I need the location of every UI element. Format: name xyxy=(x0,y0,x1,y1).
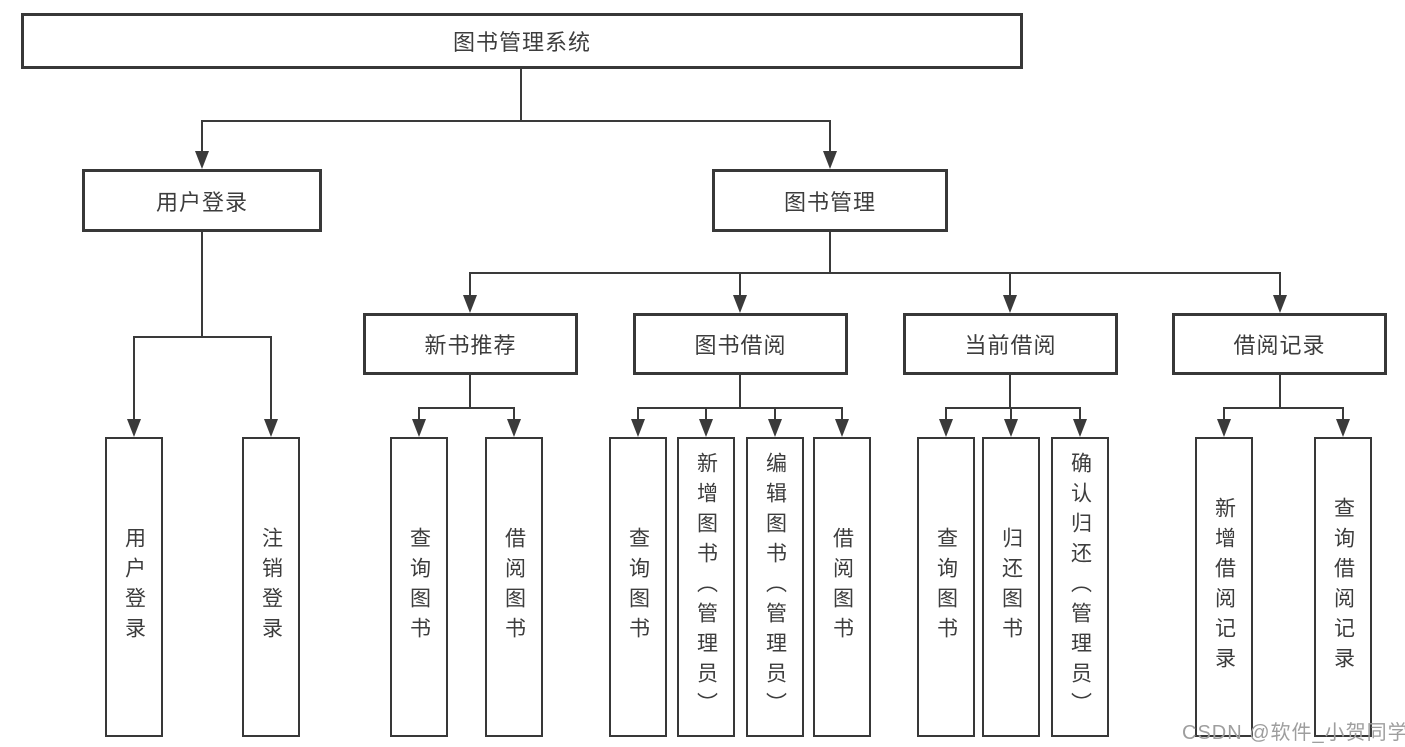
edge-stub-leaf xyxy=(841,407,843,421)
edge-user-login-branch xyxy=(134,336,272,338)
leaf-borrow-book-label: 借阅图书 xyxy=(502,527,526,647)
leaf-logout: 注销登录 xyxy=(242,437,300,737)
arrow-down-icon xyxy=(127,419,141,437)
arrow-down-icon xyxy=(195,151,209,169)
edge-stub-leaf xyxy=(1342,407,1344,421)
arrow-down-icon xyxy=(823,151,837,169)
leaf-query-book: 查询图书 xyxy=(609,437,667,737)
edge-new-book-recommend-stem xyxy=(469,375,471,409)
arrow-down-icon xyxy=(412,419,426,437)
arrow-down-icon xyxy=(463,295,477,313)
leaf-query-book: 查询图书 xyxy=(390,437,448,737)
leaf-edit-book-admin-label: 编辑图书（管理员） xyxy=(763,452,787,722)
leaf-query-book-label: 查询图书 xyxy=(626,527,650,647)
edge-new-book-recommend-branch xyxy=(419,407,515,409)
leaf-query-book: 查询图书 xyxy=(917,437,975,737)
leaf-add-borrow-record-label: 新增借阅记录 xyxy=(1212,497,1236,677)
node-book-borrow: 图书借阅 xyxy=(633,313,848,375)
leaf-user-login-label: 用户登录 xyxy=(122,527,146,647)
edge-stub-new-book-recommend xyxy=(469,272,471,297)
edge-stub-leaf xyxy=(945,407,947,421)
edge-stub-leaf-logout xyxy=(270,336,272,421)
leaf-logout-label: 注销登录 xyxy=(259,527,283,647)
arrow-down-icon xyxy=(1073,419,1087,437)
node-borrow-records-label: 借阅记录 xyxy=(1233,333,1326,358)
node-user-login-label: 用户登录 xyxy=(155,189,248,215)
leaf-borrow-book: 借阅图书 xyxy=(813,437,871,737)
edge-stub-book-borrow xyxy=(739,272,741,297)
edge-stub-leaf xyxy=(1223,407,1225,421)
edge-stub-leaf xyxy=(774,407,776,421)
arrow-down-icon xyxy=(1003,295,1017,313)
edge-stub-borrow-records xyxy=(1279,272,1281,297)
edge-book-borrow-stem xyxy=(739,375,741,409)
node-new-book-recommend-label: 新书推荐 xyxy=(424,333,517,358)
edge-borrow-records-branch xyxy=(1224,407,1344,409)
node-user-login: 用户登录 xyxy=(82,169,322,232)
arrow-down-icon xyxy=(733,295,747,313)
leaf-edit-book-admin: 编辑图书（管理员） xyxy=(746,437,804,737)
edge-stub-leaf-user-login xyxy=(133,336,135,421)
arrow-down-icon xyxy=(939,419,953,437)
edge-user-login-stem xyxy=(201,232,203,338)
arrow-down-icon xyxy=(1004,419,1018,437)
leaf-confirm-return-admin-label: 确认归还（管理员） xyxy=(1068,452,1092,722)
edge-stub-leaf xyxy=(705,407,707,421)
edge-book-management-stem xyxy=(829,232,831,274)
edge-stub-current-borrow xyxy=(1009,272,1011,297)
node-book-management-label: 图书管理 xyxy=(783,189,876,215)
node-library-system: 图书管理系统 xyxy=(21,13,1023,69)
edge-root-branch xyxy=(201,120,831,122)
edge-stub-book-management xyxy=(829,120,831,153)
arrow-down-icon xyxy=(507,419,521,437)
edge-stub-leaf xyxy=(1079,407,1081,421)
arrow-down-icon xyxy=(1217,419,1231,437)
leaf-query-borrow-record-label: 查询借阅记录 xyxy=(1331,497,1355,677)
arrow-down-icon xyxy=(1273,295,1287,313)
edge-stub-leaf xyxy=(637,407,639,421)
edge-stub-leaf xyxy=(513,407,515,421)
leaf-add-book-admin: 新增图书（管理员） xyxy=(677,437,735,737)
node-library-system-label: 图书管理系统 xyxy=(452,30,591,55)
node-current-borrow: 当前借阅 xyxy=(903,313,1118,375)
leaf-query-borrow-record: 查询借阅记录 xyxy=(1314,437,1372,737)
edge-stub-user-login xyxy=(201,120,203,153)
arrow-down-icon xyxy=(699,419,713,437)
leaf-return-book-label: 归还图书 xyxy=(999,527,1023,647)
edge-current-borrow-branch xyxy=(946,407,1081,409)
leaf-add-borrow-record: 新增借阅记录 xyxy=(1195,437,1253,737)
leaf-borrow-book-label: 借阅图书 xyxy=(830,527,854,647)
node-book-management: 图书管理 xyxy=(712,169,948,232)
leaf-return-book: 归还图书 xyxy=(982,437,1040,737)
arrow-down-icon xyxy=(631,419,645,437)
leaf-confirm-return-admin: 确认归还（管理员） xyxy=(1051,437,1109,737)
arrow-down-icon xyxy=(835,419,849,437)
edge-borrow-records-stem xyxy=(1279,375,1281,409)
csdn-watermark: CSDN @软件_小贺同学 xyxy=(1182,722,1405,744)
arrow-down-icon xyxy=(768,419,782,437)
node-current-borrow-label: 当前借阅 xyxy=(964,333,1057,358)
edge-current-borrow-stem xyxy=(1009,375,1011,409)
arrow-down-icon xyxy=(264,419,278,437)
leaf-user-login: 用户登录 xyxy=(105,437,163,737)
arrow-down-icon xyxy=(1336,419,1350,437)
leaf-borrow-book: 借阅图书 xyxy=(485,437,543,737)
node-borrow-records: 借阅记录 xyxy=(1172,313,1387,375)
leaf-query-book-label: 查询图书 xyxy=(934,527,958,647)
leaf-add-book-admin-label: 新增图书（管理员） xyxy=(694,452,718,722)
edge-book-borrow-branch xyxy=(638,407,843,409)
node-new-book-recommend: 新书推荐 xyxy=(363,313,578,375)
edge-book-management-branch xyxy=(470,272,1281,274)
edge-stub-leaf xyxy=(418,407,420,421)
edge-stub-leaf xyxy=(1010,407,1012,421)
leaf-query-book-label: 查询图书 xyxy=(407,527,431,647)
edge-root-stem xyxy=(520,69,522,122)
node-book-borrow-label: 图书借阅 xyxy=(694,333,787,358)
